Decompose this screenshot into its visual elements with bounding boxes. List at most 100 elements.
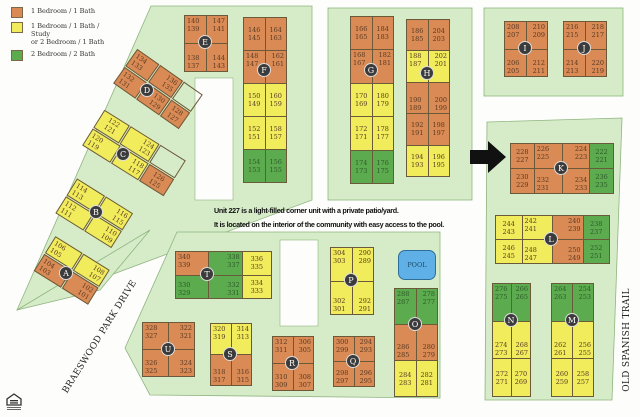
unit-number: 218	[591, 23, 604, 31]
unit-number: 213	[566, 67, 579, 75]
unit-number: 152	[248, 125, 261, 133]
unit-number: 244	[502, 219, 515, 228]
unit-number: 190	[409, 96, 422, 105]
unit-number: 227	[516, 156, 529, 164]
building-label-a: A	[59, 266, 73, 280]
building-label-r: R	[285, 356, 299, 370]
unit-number: 331	[227, 289, 240, 297]
unit-number: 288	[397, 290, 410, 298]
